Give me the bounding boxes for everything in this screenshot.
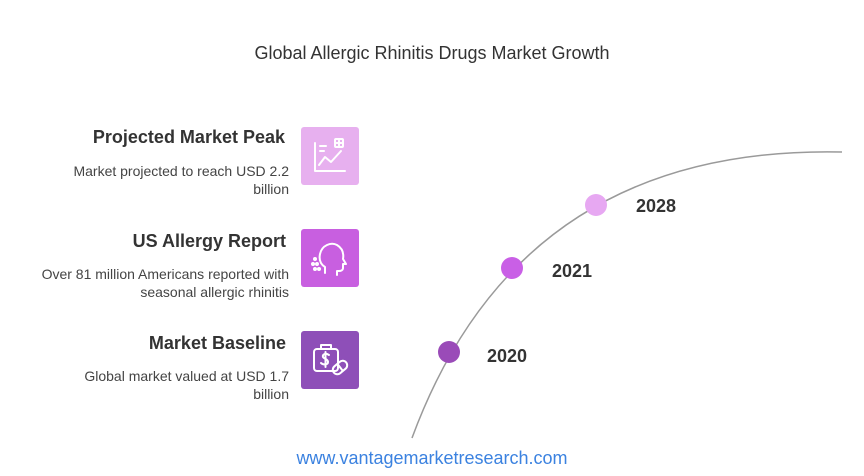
money-bag-pill-icon bbox=[313, 344, 349, 376]
item-desc-us-allergy-report: Over 81 million Americans reported with … bbox=[41, 266, 289, 300]
item-icon-box-2 bbox=[301, 229, 359, 287]
item-title-us-allergy-report: US Allergy Report bbox=[132, 231, 286, 251]
item-icon-box-3 bbox=[301, 331, 359, 389]
page-title: Global Allergic Rhinitis Drugs Market Gr… bbox=[254, 43, 610, 63]
item-desc-market-baseline: Global market valued at USD 1.7 billion bbox=[84, 368, 289, 402]
item-title-projected-market-peak: Projected Market Peak bbox=[92, 127, 285, 147]
milestone-year-2028: 2028 bbox=[636, 196, 677, 216]
milestone-dot-2020 bbox=[438, 341, 460, 363]
milestone-year-2021: 2021 bbox=[552, 261, 593, 281]
milestone-dot-2028 bbox=[585, 194, 607, 216]
milestone-dot-2021 bbox=[501, 257, 523, 279]
item-desc-projected-market-peak: Market projected to reach USD 2.2 billio… bbox=[73, 163, 289, 197]
chart-plus-icon bbox=[314, 138, 346, 172]
footer-link[interactable]: www.vantagemarketresearch.com bbox=[296, 448, 568, 468]
item-icon-box-1 bbox=[301, 127, 359, 185]
sneezing-head-icon bbox=[311, 242, 347, 276]
item-title-market-baseline: Market Baseline bbox=[148, 333, 286, 353]
milestone-year-2020: 2020 bbox=[487, 346, 528, 366]
